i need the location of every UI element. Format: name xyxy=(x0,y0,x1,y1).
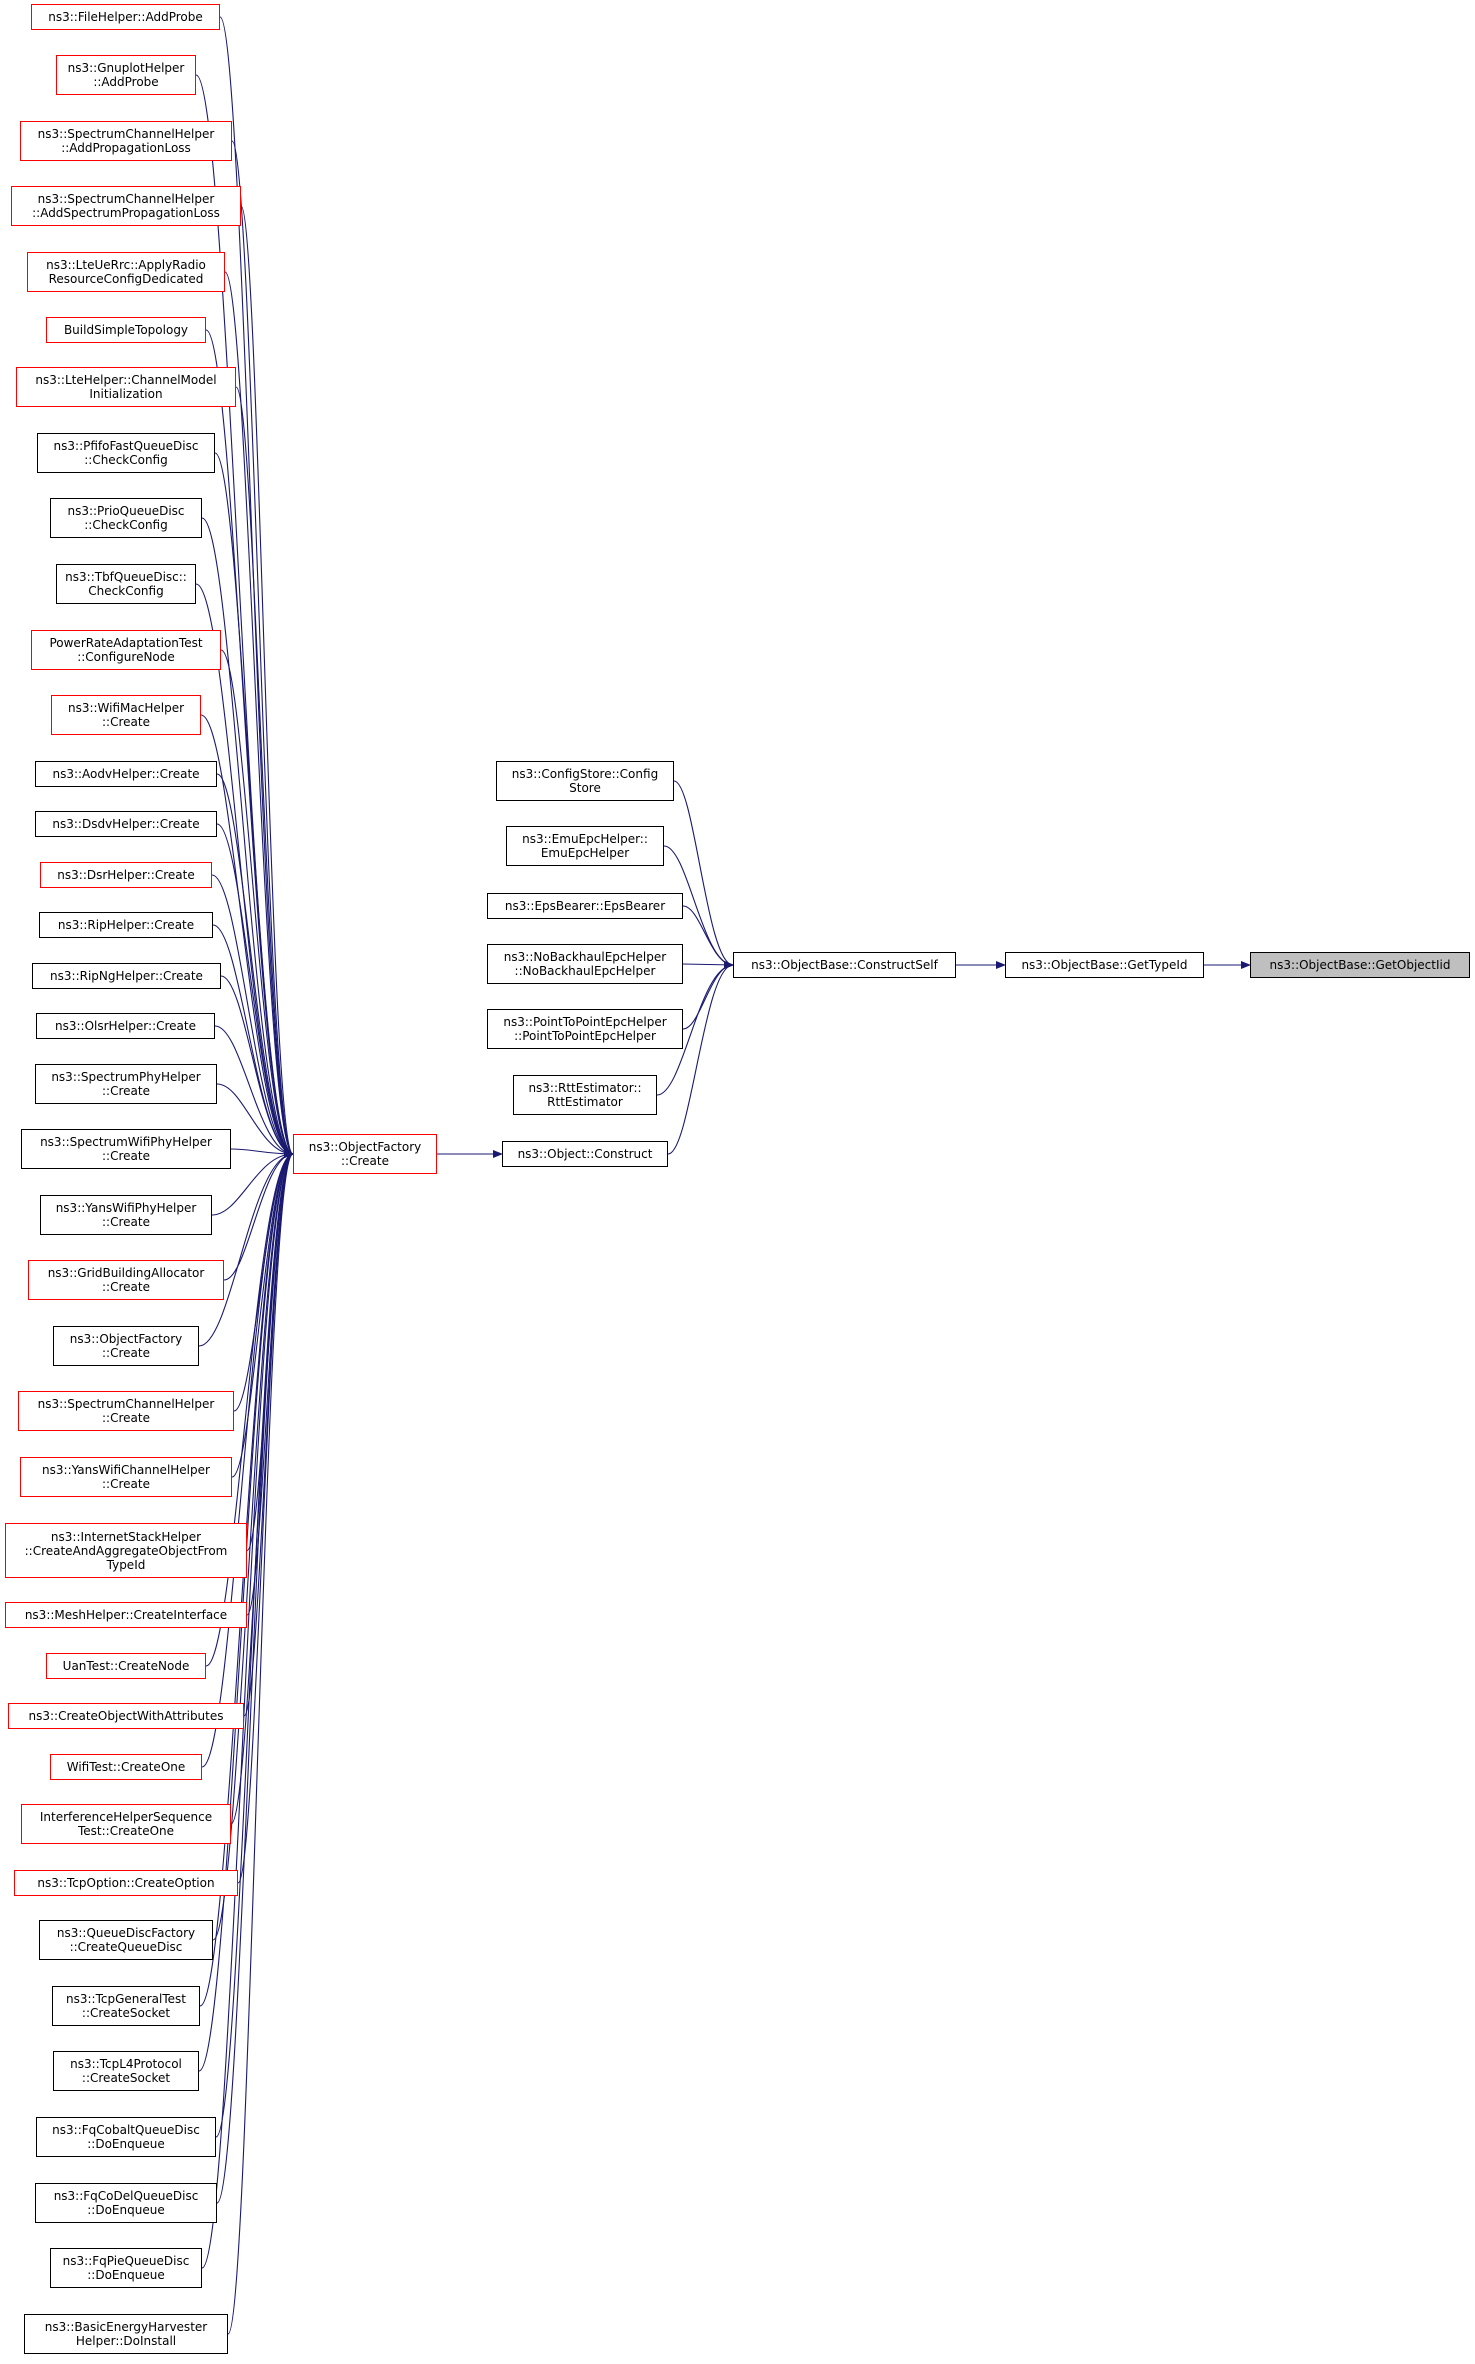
node-c22[interactable]: ns3::ObjectFactory ::Create xyxy=(53,1326,199,1366)
node-c17[interactable]: ns3::OlsrHelper::Create xyxy=(36,1013,215,1039)
node-c27[interactable]: UanTest::CreateNode xyxy=(46,1653,206,1679)
edge-epsbearer-to-constructself xyxy=(682,905,734,969)
node-c37[interactable]: ns3::FqPieQueueDisc ::DoEnqueue xyxy=(50,2248,202,2288)
node-c26[interactable]: ns3::MeshHelper::CreateInterface xyxy=(5,1602,247,1628)
edge-c12-to-objfactory xyxy=(216,773,294,1158)
node-c20[interactable]: ns3::YansWifiPhyHelper ::Create xyxy=(40,1195,212,1235)
node-rttestimator[interactable]: ns3::RttEstimator:: RttEstimator xyxy=(513,1075,657,1115)
edge-c25-to-objfactory xyxy=(246,1150,294,1552)
node-c36[interactable]: ns3::FqCoDelQueueDisc ::DoEnqueue xyxy=(35,2183,217,2223)
node-c38[interactable]: ns3::BasicEnergyHarvester Helper::DoInst… xyxy=(24,2314,228,2354)
node-c30[interactable]: InterferenceHelperSequence Test::CreateO… xyxy=(21,1804,231,1844)
node-configstore[interactable]: ns3::ConfigStore::Config Store xyxy=(496,761,674,801)
node-c12[interactable]: ns3::AodvHelper::Create xyxy=(35,761,217,787)
edge-c22-to-objfactory xyxy=(198,1150,294,1347)
node-c11[interactable]: ns3::WifiMacHelper ::Create xyxy=(51,695,201,735)
node-objfactory[interactable]: ns3::ObjectFactory ::Create xyxy=(293,1134,437,1174)
node-c23[interactable]: ns3::SpectrumChannelHelper ::Create xyxy=(18,1391,234,1431)
node-c7[interactable]: ns3::PfifoFastQueueDisc ::CheckConfig xyxy=(37,433,215,473)
edge-c28-to-objfactory xyxy=(243,1150,294,1717)
node-c32[interactable]: ns3::QueueDiscFactory ::CreateQueueDisc xyxy=(39,1920,213,1960)
node-c10[interactable]: PowerRateAdaptationTest ::ConfigureNode xyxy=(31,630,221,670)
node-c8[interactable]: ns3::PrioQueueDisc ::CheckConfig xyxy=(50,498,202,538)
edge-c38-to-objfactory xyxy=(227,1150,294,2335)
node-c13[interactable]: ns3::DsdvHelper::Create xyxy=(35,811,217,837)
edge-c7-to-objfactory xyxy=(214,452,294,1158)
edge-c23-to-objfactory xyxy=(233,1150,294,1412)
node-c5[interactable]: BuildSimpleTopology xyxy=(46,317,206,343)
edge-c19-to-objfactory xyxy=(230,1148,294,1158)
edge-c13-to-objfactory xyxy=(216,823,294,1158)
edge-c5-to-objfactory xyxy=(205,329,294,1158)
edge-c35-to-objfactory xyxy=(215,1150,294,2138)
node-c19[interactable]: ns3::SpectrumWifiPhyHelper ::Create xyxy=(21,1129,231,1169)
node-c2[interactable]: ns3::SpectrumChannelHelper ::AddPropagat… xyxy=(20,121,232,161)
edge-c6-to-objfactory xyxy=(235,386,294,1158)
node-c28[interactable]: ns3::CreateObjectWithAttributes xyxy=(8,1703,244,1729)
node-c9[interactable]: ns3::TbfQueueDisc:: CheckConfig xyxy=(56,564,196,604)
edge-c3-to-objfactory xyxy=(240,205,294,1158)
edge-objconstruct-to-constructself xyxy=(667,961,734,1155)
node-c25[interactable]: ns3::InternetStackHelper ::CreateAndAggr… xyxy=(5,1523,247,1578)
edge-c24-to-objfactory xyxy=(231,1150,294,1478)
node-c34[interactable]: ns3::TcpL4Protocol ::CreateSocket xyxy=(53,2051,199,2091)
node-c14[interactable]: ns3::DsrHelper::Create xyxy=(40,862,212,888)
edge-nobackhaul-to-constructself xyxy=(682,960,734,969)
node-c35[interactable]: ns3::FqCobaltQueueDisc ::DoEnqueue xyxy=(36,2117,216,2157)
node-c6[interactable]: ns3::LteHelper::ChannelModel Initializat… xyxy=(16,367,236,407)
node-constructself[interactable]: ns3::ObjectBase::ConstructSelf xyxy=(733,952,956,978)
node-getobjectiid: ns3::ObjectBase::GetObjectIid xyxy=(1250,952,1470,978)
node-pointtopoint[interactable]: ns3::PointToPointEpcHelper ::PointToPoin… xyxy=(487,1009,683,1049)
node-objconstruct[interactable]: ns3::Object::Construct xyxy=(502,1141,668,1167)
node-nobackhaul[interactable]: ns3::NoBackhaulEpcHelper ::NoBackhaulEpc… xyxy=(487,944,683,984)
edge-c2-to-objfactory xyxy=(231,140,294,1158)
node-emuepchelper[interactable]: ns3::EmuEpcHelper:: EmuEpcHelper xyxy=(506,826,664,866)
edge-c26-to-objfactory xyxy=(246,1150,294,1616)
node-c15[interactable]: ns3::RipHelper::Create xyxy=(39,912,213,938)
node-c4[interactable]: ns3::LteUeRrc::ApplyRadio ResourceConfig… xyxy=(27,252,225,292)
edge-c31-to-objfactory xyxy=(237,1150,294,1884)
node-c0[interactable]: ns3::FileHelper::AddProbe xyxy=(31,4,220,30)
node-gettypeid[interactable]: ns3::ObjectBase::GetTypeId xyxy=(1005,952,1204,978)
edge-c10-to-objfactory xyxy=(220,649,294,1158)
node-c3[interactable]: ns3::SpectrumChannelHelper ::AddSpectrum… xyxy=(11,186,241,226)
edge-pointtopoint-to-constructself xyxy=(682,961,734,1030)
node-c29[interactable]: WifiTest::CreateOne xyxy=(50,1754,202,1780)
node-c33[interactable]: ns3::TcpGeneralTest ::CreateSocket xyxy=(52,1986,200,2026)
node-c18[interactable]: ns3::SpectrumPhyHelper ::Create xyxy=(35,1064,217,1104)
edge-c36-to-objfactory xyxy=(216,1150,294,2204)
edge-c14-to-objfactory xyxy=(211,874,294,1158)
node-c21[interactable]: ns3::GridBuildingAllocator ::Create xyxy=(28,1260,224,1300)
node-epsbearer[interactable]: ns3::EpsBearer::EpsBearer xyxy=(487,893,683,919)
node-c16[interactable]: ns3::RipNgHelper::Create xyxy=(32,963,221,989)
edge-c1-to-objfactory xyxy=(195,74,294,1158)
edge-c15-to-objfactory xyxy=(212,924,294,1158)
node-c31[interactable]: ns3::TcpOption::CreateOption xyxy=(14,1870,238,1896)
edge-configstore-to-constructself xyxy=(673,780,734,969)
node-c1[interactable]: ns3::GnuplotHelper ::AddProbe xyxy=(56,55,196,95)
node-c24[interactable]: ns3::YansWifiChannelHelper ::Create xyxy=(20,1457,232,1497)
edge-c16-to-objfactory xyxy=(220,975,294,1158)
edge-c21-to-objfactory xyxy=(223,1150,294,1281)
